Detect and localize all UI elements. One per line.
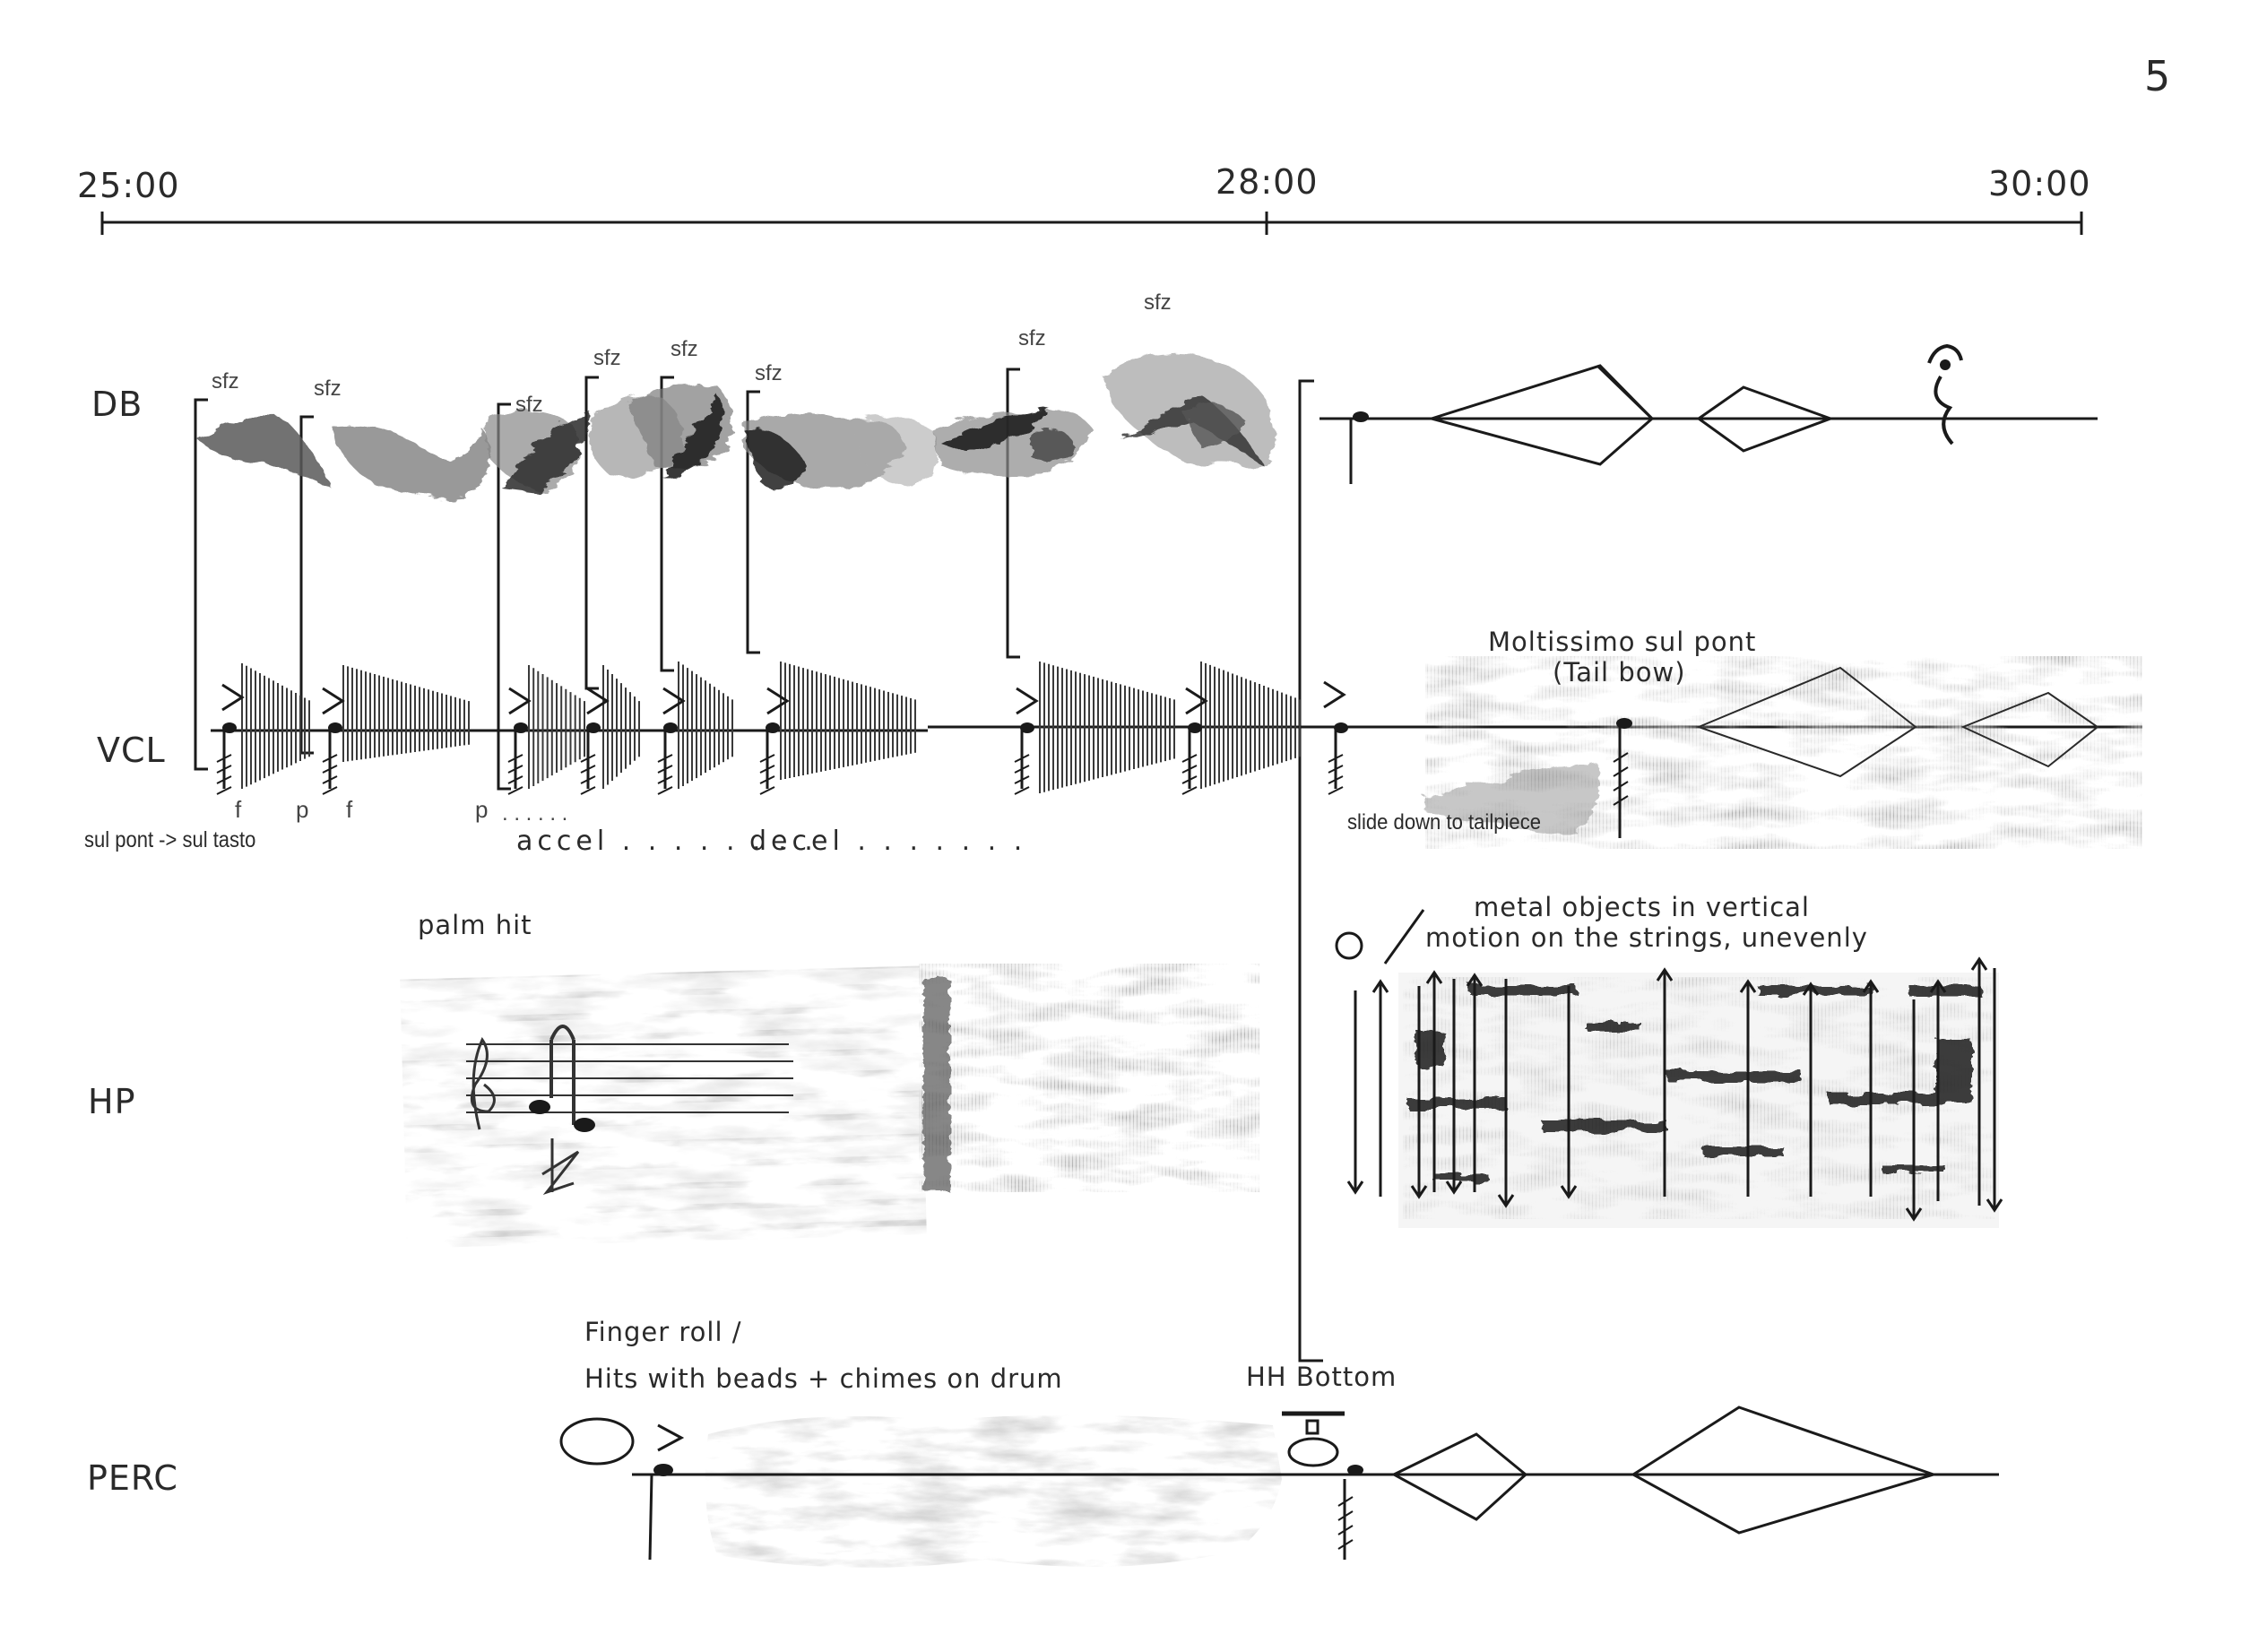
sfz-mark: sfz [1144, 290, 1172, 315]
vertical-arrow [1560, 986, 1578, 1199]
vcl-accents [221, 680, 1346, 715]
vcl-note [657, 722, 678, 795]
accent-mark [586, 687, 610, 715]
vertical-arrow [1862, 979, 1880, 1197]
page-number: 5 [2144, 52, 2172, 100]
vcl-comb [1200, 662, 1301, 789]
vcl-technique-label: sul pont -> sul tasto [84, 827, 256, 852]
hp-staff [400, 909, 2003, 1249]
time-mark-30: 30:00 [1988, 164, 2091, 203]
db-staff [194, 343, 2098, 1362]
sfz-mark: sfz [755, 361, 783, 385]
vcl-comb [780, 662, 916, 780]
timeline [100, 212, 2083, 235]
db-right-notation [1320, 364, 2098, 484]
vertical-arrow [1466, 973, 1484, 1192]
vertical-arrow [1497, 979, 1515, 1208]
hh-bottom-label: HH Bottom [1246, 1362, 1397, 1392]
vcl-note [580, 722, 601, 795]
hp-palm-texture [400, 964, 1259, 1249]
vertical-arrow [1371, 979, 1389, 1197]
vertical-arrow [1986, 968, 2003, 1213]
vcl-right-subtitle: (Tail bow) [1553, 657, 1686, 688]
vertical-arrow [1970, 956, 1988, 1206]
vcl-comb [678, 662, 733, 789]
perc-note-heads [653, 1464, 1363, 1476]
vcl-note [322, 722, 342, 795]
vertical-arrow [1802, 982, 1820, 1197]
sfz-mark: sfz [593, 346, 621, 370]
perc-line1: Finger roll / [584, 1317, 742, 1347]
vertical-arrow [1905, 999, 1923, 1222]
dynamic-p: p [475, 796, 489, 823]
vcl-note [1328, 722, 1348, 795]
vertical-arrow [1346, 990, 1364, 1195]
time-mark-25: 25:00 [77, 166, 180, 205]
accent-mark [766, 687, 790, 715]
vcl-combs [241, 662, 1301, 793]
instrument-label-hp: HP [88, 1082, 136, 1121]
db-brackets [194, 368, 1323, 1362]
decel-label: decel . . . . . . . [749, 826, 1027, 857]
db-ink-gestures [197, 352, 1276, 498]
sfz-mark: sfz [314, 376, 342, 401]
vertical-arrow [1739, 979, 1757, 1197]
db-note-head [1353, 411, 1369, 422]
accent-mark [221, 683, 245, 712]
vcl-comb [342, 665, 470, 762]
vcl-right-title: Moltissimo sul pont [1488, 627, 1757, 657]
sfz-mark: sfz [515, 393, 543, 417]
sfz-mark: sfz [212, 369, 239, 394]
vertical-arrow [1929, 979, 1947, 1201]
palm-hit-label: palm hit [418, 910, 532, 940]
accent-mark [1323, 680, 1346, 709]
sfz-mark: sfz [1018, 326, 1046, 350]
instrument-label-vcl: VCL [97, 731, 166, 770]
perc-line2: Hits with beads + chimes on drum [584, 1363, 1063, 1394]
hp-metal-texture [1398, 973, 1999, 1228]
accent-mark [662, 687, 686, 715]
hp-arrows [1346, 956, 2003, 1222]
hp-mini-staff [466, 1025, 793, 1195]
dynamic-p: p [296, 796, 309, 823]
accent-mark [322, 687, 345, 715]
vcl-comb [1039, 662, 1175, 793]
dynamic-f: f [346, 796, 353, 823]
accent-mark [1016, 687, 1039, 715]
perc-staff [559, 1405, 1999, 1568]
vcl-note [759, 722, 780, 795]
hp-note-heads [529, 1100, 595, 1132]
accent-mark [1185, 687, 1208, 715]
vertical-arrow [1410, 986, 1428, 1199]
vertical-arrow [1656, 967, 1674, 1197]
vcl-slide-label: slide down to tailpiece [1347, 810, 1542, 835]
metal-objects-line2: motion on the strings, unevenly [1425, 922, 1868, 953]
metal-objects-line1: metal objects in vertical [1474, 892, 1810, 922]
vcl-staff [211, 656, 2142, 849]
time-mark-28: 28:00 [1216, 162, 1319, 202]
db-fermata-sign [1927, 343, 1963, 445]
perc-shapes [559, 1405, 1938, 1561]
vcl-comb [241, 663, 310, 789]
vcl-tailbow-texture [1425, 656, 2142, 849]
vcl-notes [216, 722, 1348, 795]
vcl-comb [528, 665, 585, 789]
vcl-note [216, 722, 237, 795]
vcl-note [1181, 722, 1202, 795]
dynamic-f: f [235, 796, 242, 823]
vertical-arrow [1445, 979, 1463, 1195]
sfz-mark: sfz [671, 337, 698, 361]
hp-circle-slash [1335, 909, 1425, 964]
accent-mark [508, 687, 532, 715]
vcl-comb [602, 665, 640, 789]
accel-label: accel . . . . . . . . [516, 826, 818, 857]
dynamic-dots: . . . . . . [502, 801, 568, 826]
vcl-note [1014, 722, 1034, 795]
instrument-label-db: DB [91, 385, 143, 424]
vertical-arrow [1425, 970, 1443, 1192]
vcl-note [507, 722, 528, 795]
instrument-label-perc: PERC [87, 1458, 178, 1498]
